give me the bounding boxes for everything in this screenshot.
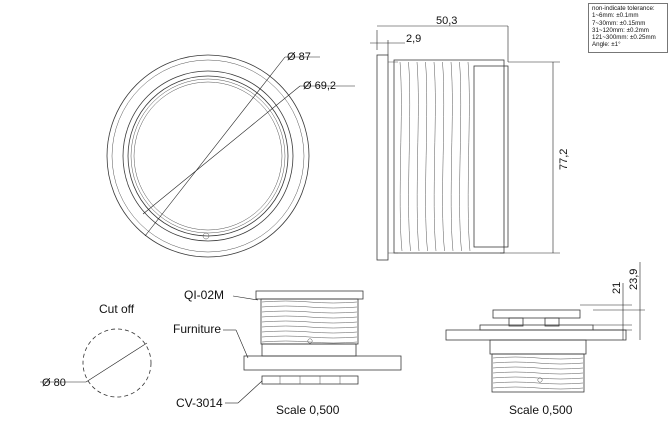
lid-slot-right	[544, 317, 560, 327]
tolerance-line: 31~120mm: ±0.2mm	[592, 26, 649, 34]
thread-line	[261, 335, 358, 339]
thread-line	[261, 310, 358, 314]
label-qi02m: QI-02M	[184, 288, 224, 302]
cut-off-diameter-label: Ø 80	[42, 377, 66, 389]
dim-21-label: 21	[611, 282, 623, 294]
tolerance-line: Angle: ±1°	[592, 41, 621, 49]
tolerance-line: 121~300mm: ±0.25mm	[592, 34, 656, 42]
scale-right: Scale 0,500	[509, 403, 573, 417]
flange-right	[479, 324, 594, 331]
thread-line	[261, 330, 358, 334]
tolerance-title: non-indicate tolerance:	[592, 5, 655, 12]
cut-off-diameter-leader	[85, 342, 148, 383]
thread-line	[261, 315, 358, 319]
thread-line	[261, 320, 358, 324]
side-view: 50,3 2,9 77,2	[370, 15, 570, 261]
thread-line	[442, 61, 445, 252]
thread-line	[416, 61, 420, 252]
thread-line	[459, 61, 462, 252]
cut-off-title: Cut off	[99, 302, 135, 316]
furniture-panel-right	[445, 329, 627, 341]
thread-line	[467, 61, 471, 252]
side-threaded-body	[393, 59, 505, 254]
thread-line	[492, 361, 584, 365]
lid-top	[492, 309, 581, 319]
outer-diameter-label: Ø 87	[287, 51, 311, 63]
tolerance-line: 1~6mm: ±0.1mm	[592, 12, 639, 20]
thread-line	[492, 386, 584, 390]
qi02m-lower-body	[261, 343, 357, 357]
thread-line	[261, 325, 358, 329]
inner-circle	[127, 75, 289, 237]
dim-23-9-label: 23,9	[628, 269, 640, 290]
thread-line	[492, 356, 584, 360]
assembly-right: 21 23,9 Scale 0,500	[445, 262, 645, 417]
outer-diameter-leader	[144, 56, 286, 237]
cut-off-view: Cut off Ø 80	[40, 302, 152, 398]
thread-line	[399, 61, 403, 252]
left-thread-lines	[261, 300, 358, 344]
inner-circle-edge	[130, 78, 286, 234]
assembly-left: QI-02M Furniture CV-3014 Scale 0,500	[173, 288, 402, 417]
thread-line	[492, 376, 584, 380]
thread-line	[261, 300, 358, 304]
height-label: 77,2	[558, 149, 570, 170]
cut-off-circle	[82, 328, 152, 398]
thread-line	[433, 61, 437, 252]
outer-flange-inner-edge	[111, 59, 305, 253]
tolerance-box: non-indicate tolerance: 1~6mm: ±0.1mm 7~…	[588, 3, 668, 53]
qi02m-flange	[255, 290, 364, 300]
side-cap	[473, 65, 509, 248]
side-threads	[399, 61, 471, 252]
lid-slot-left	[508, 317, 524, 327]
thread-line	[492, 366, 584, 370]
thread-line	[425, 61, 428, 252]
label-cv3014: CV-3014	[176, 396, 223, 410]
thread-line	[450, 61, 454, 252]
thread-line	[408, 61, 411, 252]
flange-thickness-label: 2,9	[406, 33, 421, 45]
inner-opening	[133, 81, 283, 231]
inner-diameter-leader	[142, 85, 301, 215]
label-furniture: Furniture	[173, 322, 221, 336]
overall-depth-label: 50,3	[436, 15, 457, 27]
thread-line	[492, 381, 584, 385]
outer-flange-circle	[106, 54, 310, 258]
furniture-panel	[243, 355, 402, 371]
tolerance-line: 7~30mm: ±0.15mm	[592, 19, 646, 27]
scale-left: Scale 0,500	[276, 403, 340, 417]
body-right	[491, 353, 585, 393]
side-flange	[376, 54, 389, 261]
cv3014-nut	[261, 375, 359, 385]
right-thread-lines	[492, 356, 584, 390]
front-view: Ø 87 Ø 69,2	[106, 51, 355, 258]
thread-line	[492, 371, 584, 375]
thread-line	[261, 340, 358, 344]
nut-right	[489, 339, 587, 355]
notch-mark	[202, 232, 210, 240]
body-circle	[122, 70, 294, 242]
thread-line	[261, 305, 358, 309]
inner-diameter-label: Ø 69,2	[303, 80, 336, 92]
